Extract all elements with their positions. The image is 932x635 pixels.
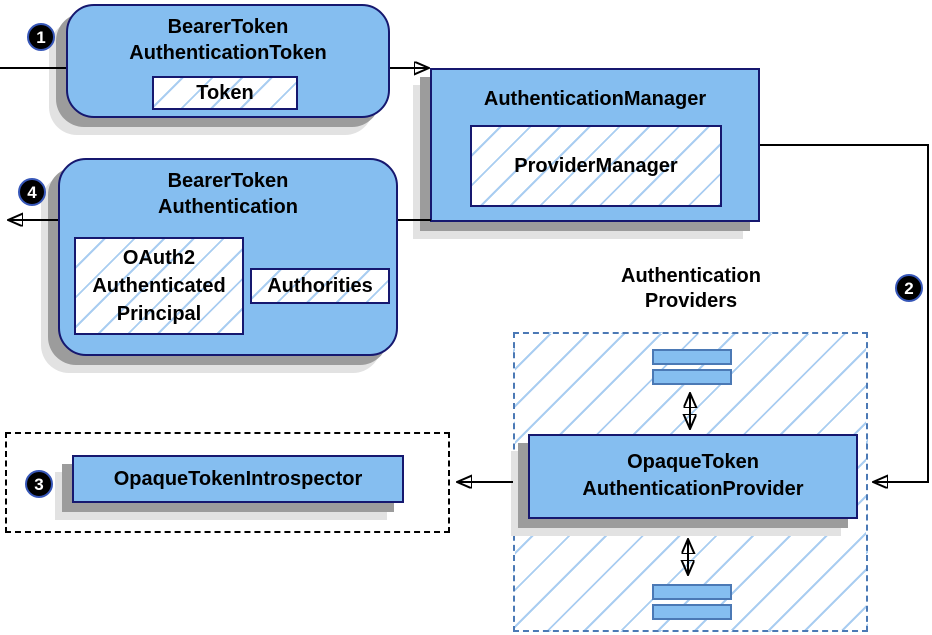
node-title: OAuth2 Authenticated Principal (76, 244, 242, 328)
node-authentication-manager: AuthenticationManager ProviderManager (430, 68, 760, 222)
title-line: BearerToken (167, 16, 289, 38)
node-provider-manager: ProviderManager (470, 125, 722, 207)
provider-bar (652, 584, 732, 600)
step-badge-4: 4 (18, 178, 46, 206)
label-line: Authentication (621, 265, 761, 287)
provider-bar (652, 604, 732, 620)
node-oauth2-authenticated-principal: OAuth2 Authenticated Principal (74, 237, 244, 335)
title-line: BearerToken (167, 170, 289, 192)
node-title: AuthenticationManager (483, 88, 707, 110)
label-line: Providers (644, 290, 738, 312)
node-bearer-token-authentication: BearerToken Authentication OAuth2 Authen… (58, 158, 398, 356)
title-line: OAuth2 (122, 247, 196, 269)
provider-bar (652, 369, 732, 385)
step-badge-2: 2 (895, 274, 923, 302)
authentication-providers-label: Authentication Providers (541, 264, 841, 314)
node-opaque-token-introspector: OpaqueTokenIntrospector (72, 455, 404, 503)
title-line: AuthenticationProvider (582, 478, 804, 500)
node-title: OpaqueToken AuthenticationProvider (530, 449, 856, 503)
node-bearer-token-authentication-token: BearerToken AuthenticationToken Token (66, 4, 390, 118)
node-opaque-token-authentication-provider: OpaqueToken AuthenticationProvider (528, 434, 858, 519)
node-title: BearerToken AuthenticationToken (68, 14, 388, 66)
title-line: Authenticated (92, 275, 226, 297)
node-title: BearerToken Authentication (60, 168, 396, 220)
node-token: Token (152, 76, 298, 110)
title-line: Authentication (158, 196, 298, 218)
node-authorities: Authorities (250, 268, 390, 304)
step-badge-1: 1 (27, 23, 55, 51)
title-line: Principal (116, 303, 202, 325)
title-line: OpaqueToken (627, 451, 759, 473)
provider-bar (652, 349, 732, 365)
title-line: AuthenticationToken (129, 42, 327, 64)
step-badge-3: 3 (25, 470, 53, 498)
